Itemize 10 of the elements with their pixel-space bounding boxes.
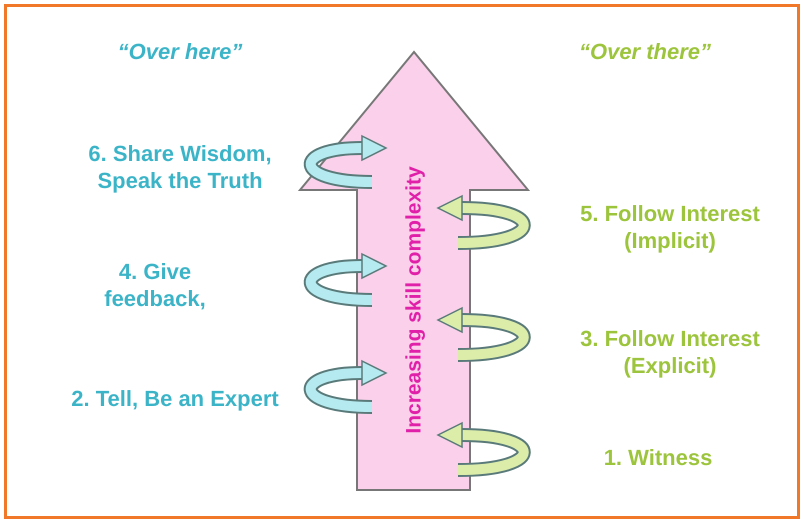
- arrow-label: Increasing skill complexity: [402, 166, 426, 434]
- column-heading: “Over there”: [578, 38, 712, 65]
- step-label: 3. Follow Interest (Explicit): [579, 325, 761, 379]
- step-label: 2. Tell, Be an Expert: [70, 385, 280, 412]
- big-up-arrow: [298, 50, 530, 491]
- step-label: 5. Follow Interest (Implicit): [579, 200, 761, 254]
- column-heading: “Over here”: [116, 38, 244, 65]
- step-label: 4. Give feedback,: [103, 258, 207, 312]
- step-label: 1. Witness: [602, 444, 714, 471]
- step-label: 6. Share Wisdom, Speak the Truth: [87, 140, 273, 194]
